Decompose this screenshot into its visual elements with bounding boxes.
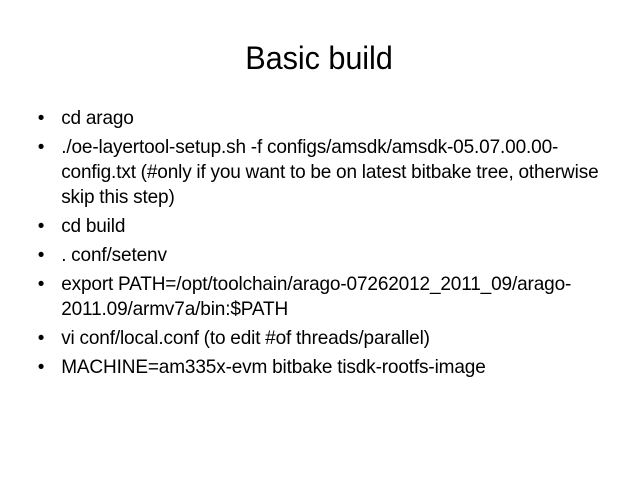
list-item: • ./oe-layertool-setup.sh -f configs/ams… — [30, 135, 605, 210]
list-item-text: ./oe-layertool-setup.sh -f configs/amsdk… — [61, 136, 599, 208]
bullet-point-icon: • — [37, 356, 45, 378]
slide-title: Basic build — [245, 40, 393, 76]
bullet-list: • cd arago • ./oe-layertool-setup.sh -f … — [30, 106, 620, 380]
bullet-point-icon: • — [37, 215, 45, 237]
bullet-point-icon: • — [37, 273, 45, 295]
list-item: • export PATH=/opt/toolchain/arago-07262… — [30, 272, 605, 322]
list-item-text: cd build — [61, 215, 126, 237]
list-item-text: MACHINE=am335x-evm bitbake tisdk-rootfs-… — [61, 356, 486, 378]
list-item: • vi conf/local.conf (to edit #of thread… — [30, 326, 605, 351]
list-item: • MACHINE=am335x-evm bitbake tisdk-rootf… — [30, 355, 605, 380]
bullet-point-icon: • — [37, 107, 45, 129]
list-item: • . conf/setenv — [30, 243, 605, 268]
list-item: • cd arago — [30, 106, 605, 131]
list-item-text: . conf/setenv — [61, 244, 167, 266]
list-item: • cd build — [30, 214, 605, 239]
bullet-point-icon: • — [37, 244, 45, 266]
bullet-point-icon: • — [37, 136, 45, 158]
list-item-text: vi conf/local.conf (to edit #of threads/… — [61, 327, 430, 349]
list-item-text: cd arago — [61, 107, 134, 129]
bullet-point-icon: • — [37, 327, 45, 349]
list-item-text: export PATH=/opt/toolchain/arago-0726201… — [61, 273, 572, 320]
